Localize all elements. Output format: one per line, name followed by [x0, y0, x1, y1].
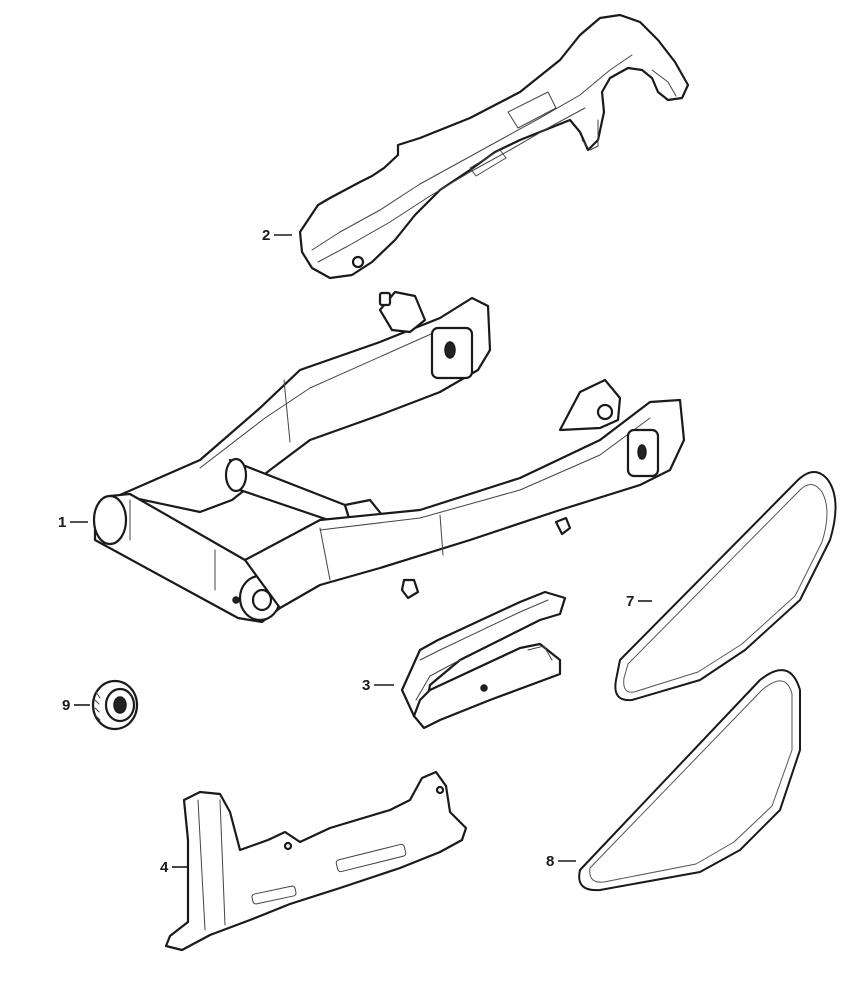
callout-4: 4 [160, 859, 188, 876]
callout-3-label: 3 [362, 677, 370, 694]
part-8-belt-lower [578, 669, 801, 892]
part-2-chain-guard-upper [298, 13, 690, 280]
callout-7: 7 [626, 593, 652, 610]
part-9-sprocket-nut [91, 679, 139, 731]
callout-1-label: 1 [58, 514, 66, 531]
callout-9: 9 [62, 697, 90, 714]
part-4-chain-guard-lower [164, 770, 468, 952]
callout-7-label: 7 [626, 593, 634, 610]
callout-2: 2 [262, 227, 292, 244]
callout-3: 3 [362, 677, 394, 694]
callout-4-label: 4 [160, 859, 169, 876]
part-7-belt-upper [614, 471, 837, 702]
callout-8: 8 [546, 853, 576, 870]
callout-1: 1 [58, 514, 88, 531]
part-3-chain-slider [400, 590, 567, 730]
callout-2-label: 2 [262, 227, 270, 244]
part-1-swingarm [92, 290, 686, 624]
callout-9-label: 9 [62, 697, 70, 714]
callout-8-label: 8 [546, 853, 554, 870]
